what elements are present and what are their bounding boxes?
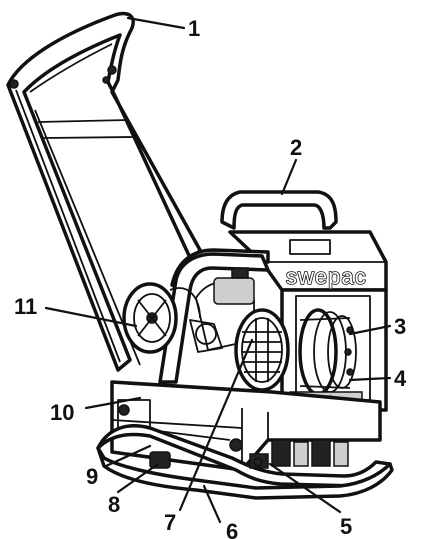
leader-4 [348, 376, 392, 382]
callout-7: 7 [164, 510, 176, 535]
leader-8 [116, 462, 160, 494]
callout-1: 1 [188, 16, 200, 41]
leader-6 [202, 484, 222, 524]
leader-lines [44, 16, 392, 524]
rubber-mounts [249, 439, 349, 469]
callout-5: 5 [340, 514, 352, 539]
leader-3 [348, 324, 392, 336]
vibration-plate [96, 424, 394, 500]
brand-logo: swepac [286, 264, 367, 289]
leader-2 [280, 158, 298, 196]
leader-10 [84, 396, 142, 410]
callout-11: 11 [14, 294, 37, 319]
callout-6: 6 [226, 519, 238, 539]
recoil-starter [234, 308, 290, 392]
callout-8: 8 [108, 492, 120, 517]
lifting-eye [220, 190, 338, 230]
callout-numbers: 1 2 3 4 5 6 7 8 9 10 11 [14, 16, 407, 539]
leader-5 [268, 462, 342, 514]
engine-block [189, 267, 255, 353]
callout-2: 2 [290, 135, 302, 160]
callout-9: 9 [86, 464, 98, 489]
callout-3: 3 [394, 314, 406, 339]
belt-pulley [122, 282, 201, 354]
leader-7 [178, 338, 254, 512]
callout-4: 4 [394, 366, 407, 391]
leader-11 [44, 306, 138, 328]
drain-plug [149, 451, 171, 469]
roll-bar [158, 252, 270, 384]
callout-10: 10 [50, 400, 74, 425]
leader-1 [126, 16, 186, 30]
handle [6, 11, 202, 372]
leader-9 [104, 444, 152, 468]
